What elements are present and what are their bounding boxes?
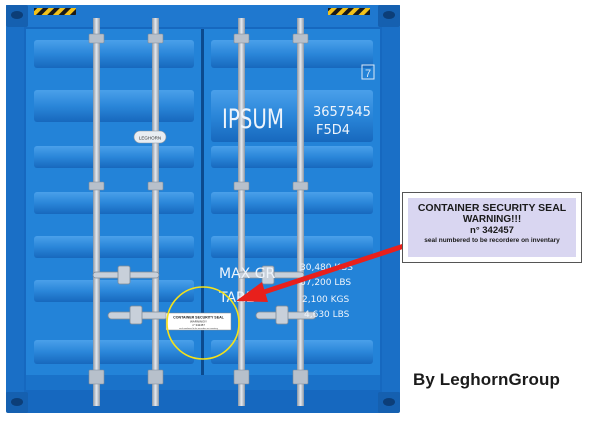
seal-label-callout: CONTAINER SECURITY SEAL WARNING!!! n° 34… bbox=[402, 192, 582, 263]
callout-arrow-head bbox=[236, 282, 268, 302]
corner-hole-tr bbox=[383, 11, 395, 19]
right-door-ribs bbox=[211, 40, 373, 364]
left-post bbox=[6, 27, 24, 392]
container-type-code: F5D4 bbox=[316, 123, 350, 138]
door-seal-sticker: CONTAINER SECURITY SEAL WARNING!!! n° 34… bbox=[165, 312, 232, 331]
tare-kgs: 2,100 KGS bbox=[302, 295, 350, 305]
container-code-numbers: 3657545 bbox=[313, 105, 371, 120]
right-post bbox=[382, 27, 400, 392]
bar-brackets bbox=[88, 33, 309, 385]
badge-text: LEGHORN bbox=[139, 136, 161, 141]
corner-number-box bbox=[361, 64, 375, 80]
hazard-stripe-left bbox=[34, 8, 76, 15]
door-seal-title: CONTAINER SECURITY SEAL bbox=[173, 316, 225, 320]
tare-label: TARE bbox=[218, 290, 255, 306]
seal-label-number: n° 342457 bbox=[470, 225, 514, 236]
highlight-circle bbox=[166, 286, 240, 360]
seal-label: CONTAINER SECURITY SEAL WARNING!!! n° 34… bbox=[408, 198, 576, 257]
corner-hole-br bbox=[383, 398, 395, 406]
door-seal-warning: WARNING!!! bbox=[190, 320, 207, 324]
locking-bars bbox=[93, 18, 304, 406]
locking-bar-3 bbox=[238, 18, 245, 406]
badge-plate bbox=[133, 130, 167, 144]
max-gross-lbs: 67,200 LBS bbox=[300, 278, 351, 288]
bottom-sill bbox=[28, 392, 378, 413]
locking-bar-4 bbox=[297, 18, 304, 406]
corner-hole-tl bbox=[11, 11, 23, 19]
locking-bar-2 bbox=[152, 18, 159, 406]
cam-handles bbox=[92, 265, 317, 325]
credit-text: By LeghornGroup bbox=[413, 370, 560, 389]
callout-arrow-shaft bbox=[255, 243, 407, 297]
hazard-stripe-right bbox=[328, 8, 370, 15]
corner-hole-bl bbox=[11, 398, 23, 406]
seal-label-warning: WARNING!!! bbox=[462, 214, 522, 225]
lower-door-rail bbox=[26, 375, 380, 390]
seal-label-title: CONTAINER SECURITY SEAL bbox=[417, 202, 567, 214]
door-seal-note: seal numbered to be recordere on inventa… bbox=[179, 327, 218, 330]
tare-lbs: 4,630 LBS bbox=[304, 310, 350, 320]
max-gross-kgs: 30,480 KGS bbox=[300, 263, 353, 273]
max-gross-label: MAX GR bbox=[219, 266, 276, 282]
door-seal-number: n° 342457 bbox=[192, 323, 205, 327]
corner-number: 7 bbox=[365, 68, 371, 80]
locking-bar-1 bbox=[93, 18, 100, 406]
seal-label-note: seal numbered to be recordere on inventa… bbox=[424, 237, 560, 244]
container-code-letters: IPSUM bbox=[222, 104, 284, 135]
